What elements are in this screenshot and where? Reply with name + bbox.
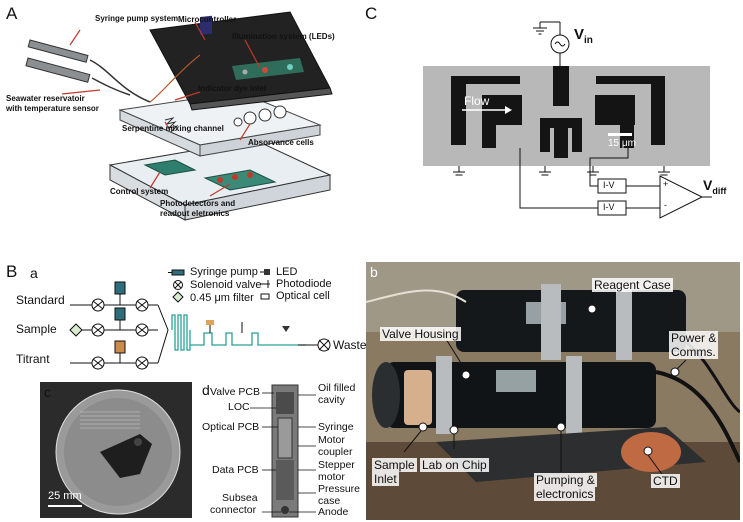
label-absorbance: Absorvance cells — [248, 138, 314, 147]
photo-label-lab-on-chip: Lab on Chip — [420, 458, 489, 472]
input-titrant: Titrant — [16, 352, 50, 366]
legend-photodiode: Photodiode — [276, 278, 332, 290]
label-photodetectors-2: readout eletronics — [160, 209, 230, 218]
label-pressure: Pressure — [318, 483, 361, 495]
label-iv-2: I-V — [603, 202, 615, 212]
photo-label-reagent: Reagent Case — [592, 278, 673, 292]
panel-b-letter: B — [6, 262, 18, 281]
label-vin: Vin — [574, 26, 593, 46]
legend-led: LED — [276, 266, 298, 278]
label-seawater: Seawater reservatoir — [6, 94, 85, 103]
label-illumination: Illumination system (LEDs) — [232, 32, 335, 41]
panel-b-sub-d: d — [202, 382, 210, 398]
label-syringe-pump: Syringe pump system — [95, 14, 179, 23]
label-serpentine: Serpentine mixing channel — [122, 124, 224, 133]
panel-b-c-photo: c 25 mm — [40, 382, 192, 518]
label-indicator: Indicator dye inlet — [198, 84, 267, 93]
label-subsea: Subsea — [222, 492, 258, 504]
photo-label-sample-2: Inlet — [372, 472, 399, 486]
label-valve-pcb: Valve PCB — [210, 386, 260, 398]
label-iv-1: I-V — [603, 180, 615, 190]
label-stepper: Stepper — [318, 459, 355, 471]
label-anode: Anode — [318, 506, 349, 518]
photo-label-ctd: CTD — [651, 474, 680, 488]
panel-b-b-photo: b Reagent Case Valve Housing Power & Com… — [366, 262, 740, 520]
photo-label-power: Power & — [669, 331, 719, 345]
label-loc: LOC — [228, 401, 250, 413]
label-syringe: Syringe — [318, 421, 354, 433]
panel-b-sub-a: a — [30, 265, 38, 281]
label-photodetectors: Photodetectors and — [160, 199, 236, 208]
photo-label-pumping-2: electronics — [534, 487, 596, 501]
label-oil: Oil filled — [318, 382, 356, 394]
photo-label-sample: Sample — [372, 458, 417, 472]
label-pressure-2: case — [318, 495, 341, 507]
label-microcontroller: Microcontroller — [178, 15, 237, 24]
panel-b-sub-c: c — [44, 384, 51, 400]
panel-a-letter: A — [6, 4, 18, 23]
input-standard: Standard — [16, 293, 65, 307]
legend-filter: 0.45 μm filter — [190, 292, 254, 304]
label-optical-pcb: Optical PCB — [202, 421, 260, 433]
panel-c-letter: C — [365, 4, 378, 23]
label-flow: Flow — [464, 94, 490, 108]
label-seawater-2: with temperature sensor — [6, 104, 99, 113]
photo-label-pumping: Pumping & — [534, 473, 597, 487]
chip-drawing — [48, 389, 181, 515]
photo-label-valve-housing: Valve Housing — [380, 327, 461, 341]
label-scale-15um: 15 μm — [608, 138, 636, 149]
label-data-pcb: Data PCB — [212, 464, 259, 476]
label-motor: Motor — [318, 434, 345, 446]
label-vdiff: Vdiff — [703, 177, 727, 196]
legend-solenoid-valve: Solenoid valve — [190, 279, 262, 291]
label-minus: - — [664, 200, 667, 210]
label-plus: + — [663, 179, 669, 189]
label-stepper-2: motor — [318, 471, 345, 483]
panel-b-sub-b: b — [370, 264, 378, 280]
legend-syringe-pump: Syringe pump — [190, 266, 258, 278]
input-sample: Sample — [16, 322, 57, 336]
legend-optical-cell: Optical cell — [276, 290, 330, 302]
label-motor-2: coupler — [318, 446, 353, 458]
label-waste: Waste — [333, 338, 367, 352]
label-25mm: 25 mm — [48, 490, 82, 502]
label-oil-2: cavity — [318, 394, 345, 406]
photo-label-power-2: Comms. — [669, 345, 718, 359]
label-control: Control system — [110, 187, 169, 196]
label-subsea-2: connector — [210, 504, 257, 516]
